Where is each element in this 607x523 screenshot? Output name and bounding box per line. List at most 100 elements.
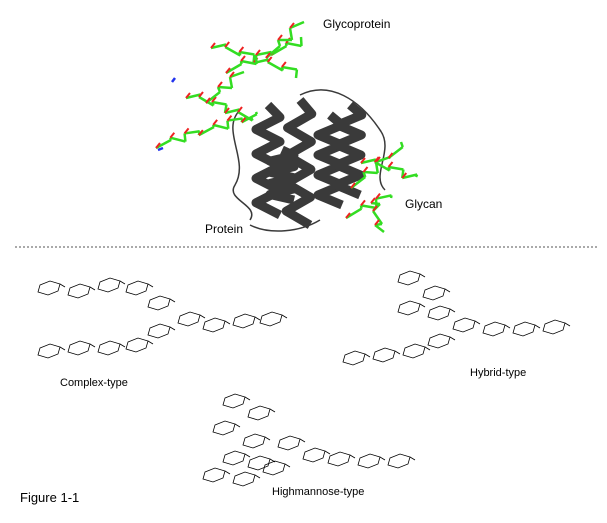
- glycan-bond: [389, 195, 393, 199]
- oxygen-bond: [240, 55, 246, 62]
- nitrogen-bond: [157, 146, 164, 152]
- oxygen-bond: [374, 219, 380, 226]
- highmannose-type-label: Highmannose-type: [272, 486, 365, 498]
- glycosidic-bond: [269, 408, 276, 413]
- glycosidic-bond: [119, 343, 126, 348]
- sugar-ring: [482, 321, 506, 337]
- glycan-bond: [374, 160, 391, 172]
- sugar-ring: [232, 471, 256, 487]
- glycosidic-bond: [224, 470, 231, 475]
- oxygen-bond: [224, 107, 230, 114]
- glycosidic-bond: [281, 314, 288, 319]
- oxygen-bond: [198, 91, 204, 98]
- glycan-bond: [360, 158, 377, 165]
- oxygen-bond: [224, 41, 230, 48]
- glycosidic-bond: [244, 396, 251, 401]
- sugar-ring: [202, 467, 226, 483]
- glycan-bond: [294, 69, 299, 79]
- oxygen-bond: [265, 52, 271, 59]
- oxygen-bond: [211, 96, 217, 103]
- oxygen-bond: [229, 71, 235, 78]
- alpha-helix: [331, 101, 367, 200]
- glycosidic-bond: [449, 308, 456, 313]
- sugar-ring: [37, 343, 61, 359]
- glycosidic-bond: [119, 280, 126, 285]
- alpha-helix: [313, 111, 347, 210]
- oxygen-bond: [217, 81, 223, 88]
- glycan-bond: [289, 20, 305, 30]
- sugar-ring: [512, 321, 536, 337]
- glycan-bond: [227, 117, 243, 122]
- oxygen-bond: [240, 116, 247, 123]
- glycan-bond: [345, 207, 363, 220]
- glycan-bond: [288, 27, 294, 41]
- glycan-bond: [249, 116, 254, 121]
- glycan-bond: [401, 173, 418, 180]
- sugar-ring: [342, 350, 366, 366]
- glycan-bond: [185, 93, 201, 100]
- oxygen-bond: [169, 132, 176, 139]
- glycan-bond: [198, 125, 215, 137]
- glycosidic-bond: [147, 283, 154, 288]
- sugar-ring: [177, 311, 201, 327]
- glycan-bond: [212, 123, 229, 130]
- glycosidic-bond: [444, 288, 451, 293]
- sugar-ring: [452, 317, 476, 333]
- oxygen-bond: [360, 199, 366, 206]
- sugar-ring: [397, 270, 421, 286]
- alpha-helix: [281, 97, 317, 229]
- glycosidic-bond: [424, 346, 431, 351]
- hybrid-type-label: Hybrid-type: [470, 367, 527, 379]
- oxygen-bond: [387, 152, 394, 159]
- sugar-ring: [222, 393, 246, 409]
- glycosidic-bond: [199, 314, 206, 319]
- sugar-ring: [247, 455, 271, 471]
- glycan-bond: [285, 41, 302, 48]
- glycan-bond: [224, 108, 240, 115]
- glycosidic-bond: [234, 423, 241, 428]
- glycosidic-bond: [59, 346, 66, 351]
- oxygen-bond: [370, 197, 376, 204]
- glycan-3d-model: [155, 20, 419, 233]
- oxygen-bond: [237, 106, 243, 113]
- figure-caption: Figure 1-1: [20, 490, 80, 505]
- glycosidic-bond: [449, 336, 456, 341]
- oxygen-bond: [401, 172, 408, 179]
- sugar-ring: [387, 453, 411, 469]
- sugar-ring: [277, 435, 301, 451]
- protein-loop: [232, 89, 386, 232]
- oxygen-bond: [373, 156, 380, 163]
- glycan-bond: [371, 210, 384, 225]
- glycan-label: Glycan: [405, 197, 443, 211]
- sugar-ring: [397, 300, 421, 316]
- glycosidic-bond: [379, 456, 386, 461]
- oxygen-bond: [360, 157, 366, 164]
- glycosidic-bond: [224, 320, 231, 325]
- sugar-ring: [147, 323, 171, 339]
- glycosidic-bond: [349, 454, 356, 459]
- glycosidic-bond: [89, 343, 96, 348]
- glycan-bond: [374, 224, 385, 233]
- complex-type-structure: [37, 277, 288, 359]
- oxygen-bond: [362, 166, 369, 173]
- oxygen-bond: [198, 129, 204, 136]
- sugar-ring: [67, 340, 91, 356]
- glycan-bond: [388, 165, 404, 171]
- sugar-ring: [232, 313, 256, 329]
- glycan-bond: [211, 100, 227, 106]
- glycan-bond: [225, 62, 243, 75]
- glycosidic-bond: [394, 350, 401, 355]
- sugar-ring: [302, 447, 326, 463]
- sugar-ring: [125, 337, 149, 353]
- glycan-bond: [254, 54, 258, 65]
- sugar-ring: [222, 450, 246, 466]
- glycan-bond: [281, 65, 298, 71]
- alpha-helix: [265, 145, 299, 205]
- oxygen-bond: [277, 34, 283, 41]
- glycan-bond: [375, 194, 392, 200]
- glycan-bond: [155, 138, 172, 150]
- glycosidic-bond: [254, 474, 261, 479]
- sugar-ring: [422, 285, 446, 301]
- highmannose-type-structure: [202, 393, 416, 487]
- oxygen-bond: [281, 61, 287, 68]
